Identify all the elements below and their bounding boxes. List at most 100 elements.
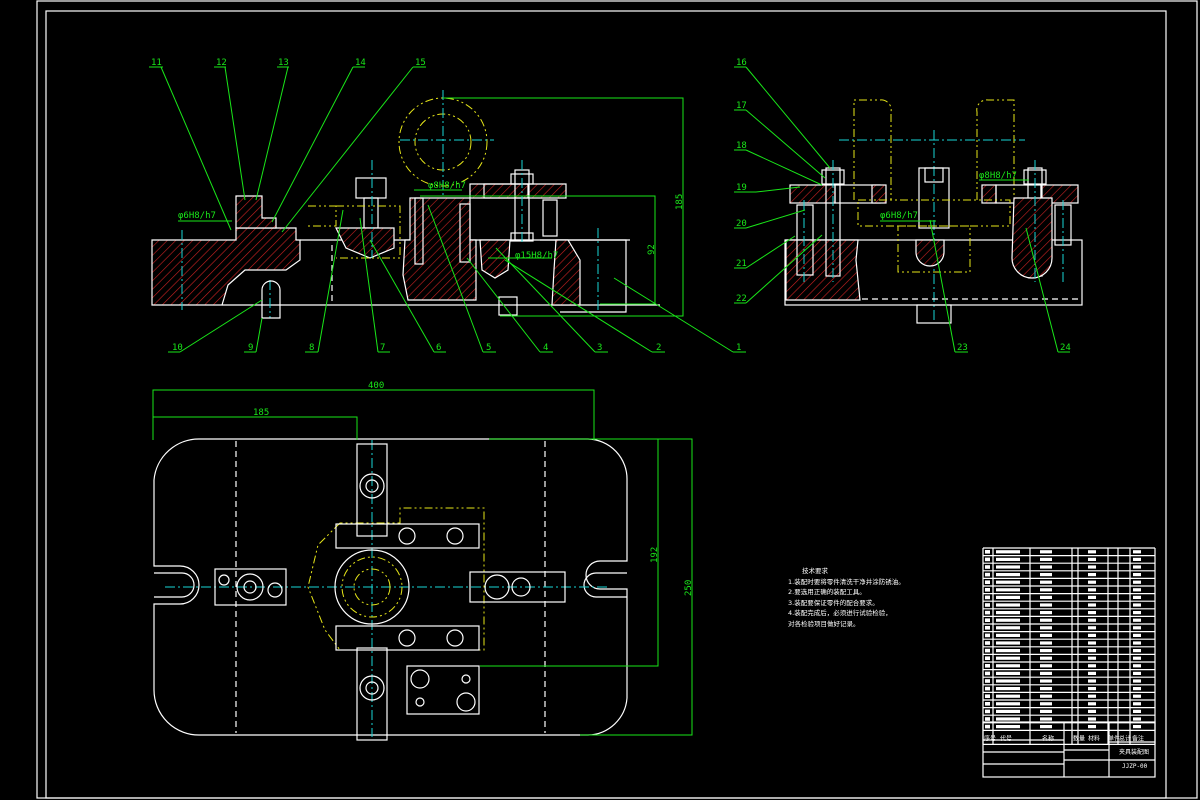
svg-text:6: 6 [436, 343, 441, 353]
bom-cell-text [996, 679, 1020, 683]
bom-cell-text [1040, 702, 1052, 706]
svg-text:13: 13 [278, 58, 289, 68]
bom-cell-text [996, 641, 1020, 645]
clamp-strap-top-nut-inner [365, 479, 379, 493]
dim-label-185: 185 [675, 194, 685, 210]
svg-text:18: 18 [736, 141, 747, 151]
bom-cell-text [996, 588, 1020, 592]
bom-cell-text [1133, 725, 1141, 729]
u-slot-left-inner [154, 572, 195, 598]
bom-row-number [985, 588, 990, 592]
balloon-15: 15 [281, 58, 426, 233]
clamp-strap-top [356, 443, 388, 537]
bom-cell-text [1133, 694, 1141, 698]
bom-cell-text [1040, 603, 1052, 607]
bom-cell-text [996, 633, 1020, 637]
tech-req-item: 对各检验项目做好记录。 [788, 619, 860, 628]
bom-cell-text [1040, 573, 1052, 577]
phantom-handle-left [853, 99, 892, 200]
bom-cell-text [996, 595, 1020, 599]
fit-label-front-1: φ6H8/h7 [178, 211, 216, 221]
clamp-strap-top-nut [359, 473, 385, 499]
balloon-10: 10 [168, 299, 263, 353]
bom-row-number [985, 694, 990, 698]
locator-pin-1 [218, 574, 230, 586]
balloon-11: 11 [149, 58, 232, 231]
locator-circle-2 [243, 580, 257, 594]
side-clamp-left-end [871, 184, 887, 204]
bom-cell-text [996, 580, 1020, 584]
svg-text:14: 14 [355, 58, 366, 68]
svg-text:15: 15 [415, 58, 426, 68]
side-right-boss [1011, 197, 1053, 279]
clamp-strap-bottom [356, 647, 388, 741]
bom-cell-text [1088, 656, 1096, 660]
swing-clamp-right [469, 571, 566, 603]
bom-row-number [985, 618, 990, 622]
bom-cell-text [1040, 588, 1052, 592]
swing-clamp-nut-2 [511, 577, 531, 597]
bom-cell-text [1133, 687, 1141, 691]
bom-cell-text [996, 649, 1020, 653]
support-bar-top-hole-1 [398, 527, 416, 545]
balloon-12: 12 [214, 58, 246, 201]
bom-header-cell: 名称 [1042, 734, 1054, 742]
bom-cell-text [1088, 618, 1096, 622]
bom-cell-text [1088, 725, 1096, 729]
center-body-section [402, 197, 477, 301]
drawing-name: 夹具装配图 [1119, 748, 1149, 756]
bom-row-number [985, 656, 990, 660]
dim-label-185-plan: 185 [253, 408, 269, 418]
bom-cell-text [1088, 611, 1096, 615]
svg-text:22: 22 [736, 294, 747, 304]
bom-cell-text [1040, 611, 1052, 615]
dim-line-92 [420, 195, 656, 305]
svg-text:16: 16 [736, 58, 747, 68]
bom-cell-text [1133, 595, 1141, 599]
svg-text:5: 5 [486, 343, 491, 353]
bom-cell-text [1040, 580, 1052, 584]
balloon-14: 14 [271, 58, 366, 223]
bom-header-cell: 数量 [1073, 734, 1085, 742]
bom-row-number [985, 648, 990, 653]
balloon-5: 5 [427, 204, 496, 353]
bom-cell-text [996, 664, 1020, 668]
balloon-16: 16 [734, 58, 831, 169]
bom-header-cell: 单件 [1108, 734, 1120, 742]
central-boss-outer [334, 549, 410, 625]
svg-text:9: 9 [248, 343, 253, 353]
locating-block-left [214, 568, 287, 606]
svg-text:3: 3 [597, 343, 602, 353]
bom-cell-text [996, 557, 1020, 561]
dim-line-250 [580, 438, 693, 736]
fit-label-front-3: φ15H8/h7 [515, 251, 558, 261]
svg-text:17: 17 [736, 101, 747, 111]
svg-text:7: 7 [380, 343, 385, 353]
bom-row-number [985, 709, 990, 714]
bom-row-number [985, 610, 990, 615]
bom-cell-text [1088, 626, 1096, 630]
bom-cell-text [1133, 550, 1141, 554]
svg-text:8: 8 [309, 343, 314, 353]
balloon-7: 7 [359, 217, 390, 353]
bom-row-number [985, 664, 990, 668]
support-bar-bottom [335, 625, 480, 651]
lower-plate [406, 665, 480, 715]
bom-row-number [985, 686, 990, 691]
bom-cell-text [1088, 694, 1096, 698]
side-support-left [796, 204, 814, 276]
bom-cell-text [1088, 573, 1096, 577]
bom-cell-text [1133, 709, 1141, 713]
technical-requirements: 技术要求 1.装配时要将零件清洗干净并涂防锈油。 2.要选用正确的装配工具。 3… [788, 566, 905, 629]
fit-label-side-2: φ8H8/h7 [979, 171, 1017, 181]
bom-cell-text [1133, 603, 1141, 607]
bom-row-number [985, 717, 990, 721]
balloon-6: 6 [369, 239, 446, 353]
bom-cell-text [996, 671, 1020, 675]
bolt-left-section [335, 227, 395, 259]
bom-cell-text [1040, 679, 1052, 683]
bom-cell-text [1088, 702, 1096, 706]
bom-cell-text [996, 687, 1020, 691]
bom-row-number [985, 550, 990, 554]
